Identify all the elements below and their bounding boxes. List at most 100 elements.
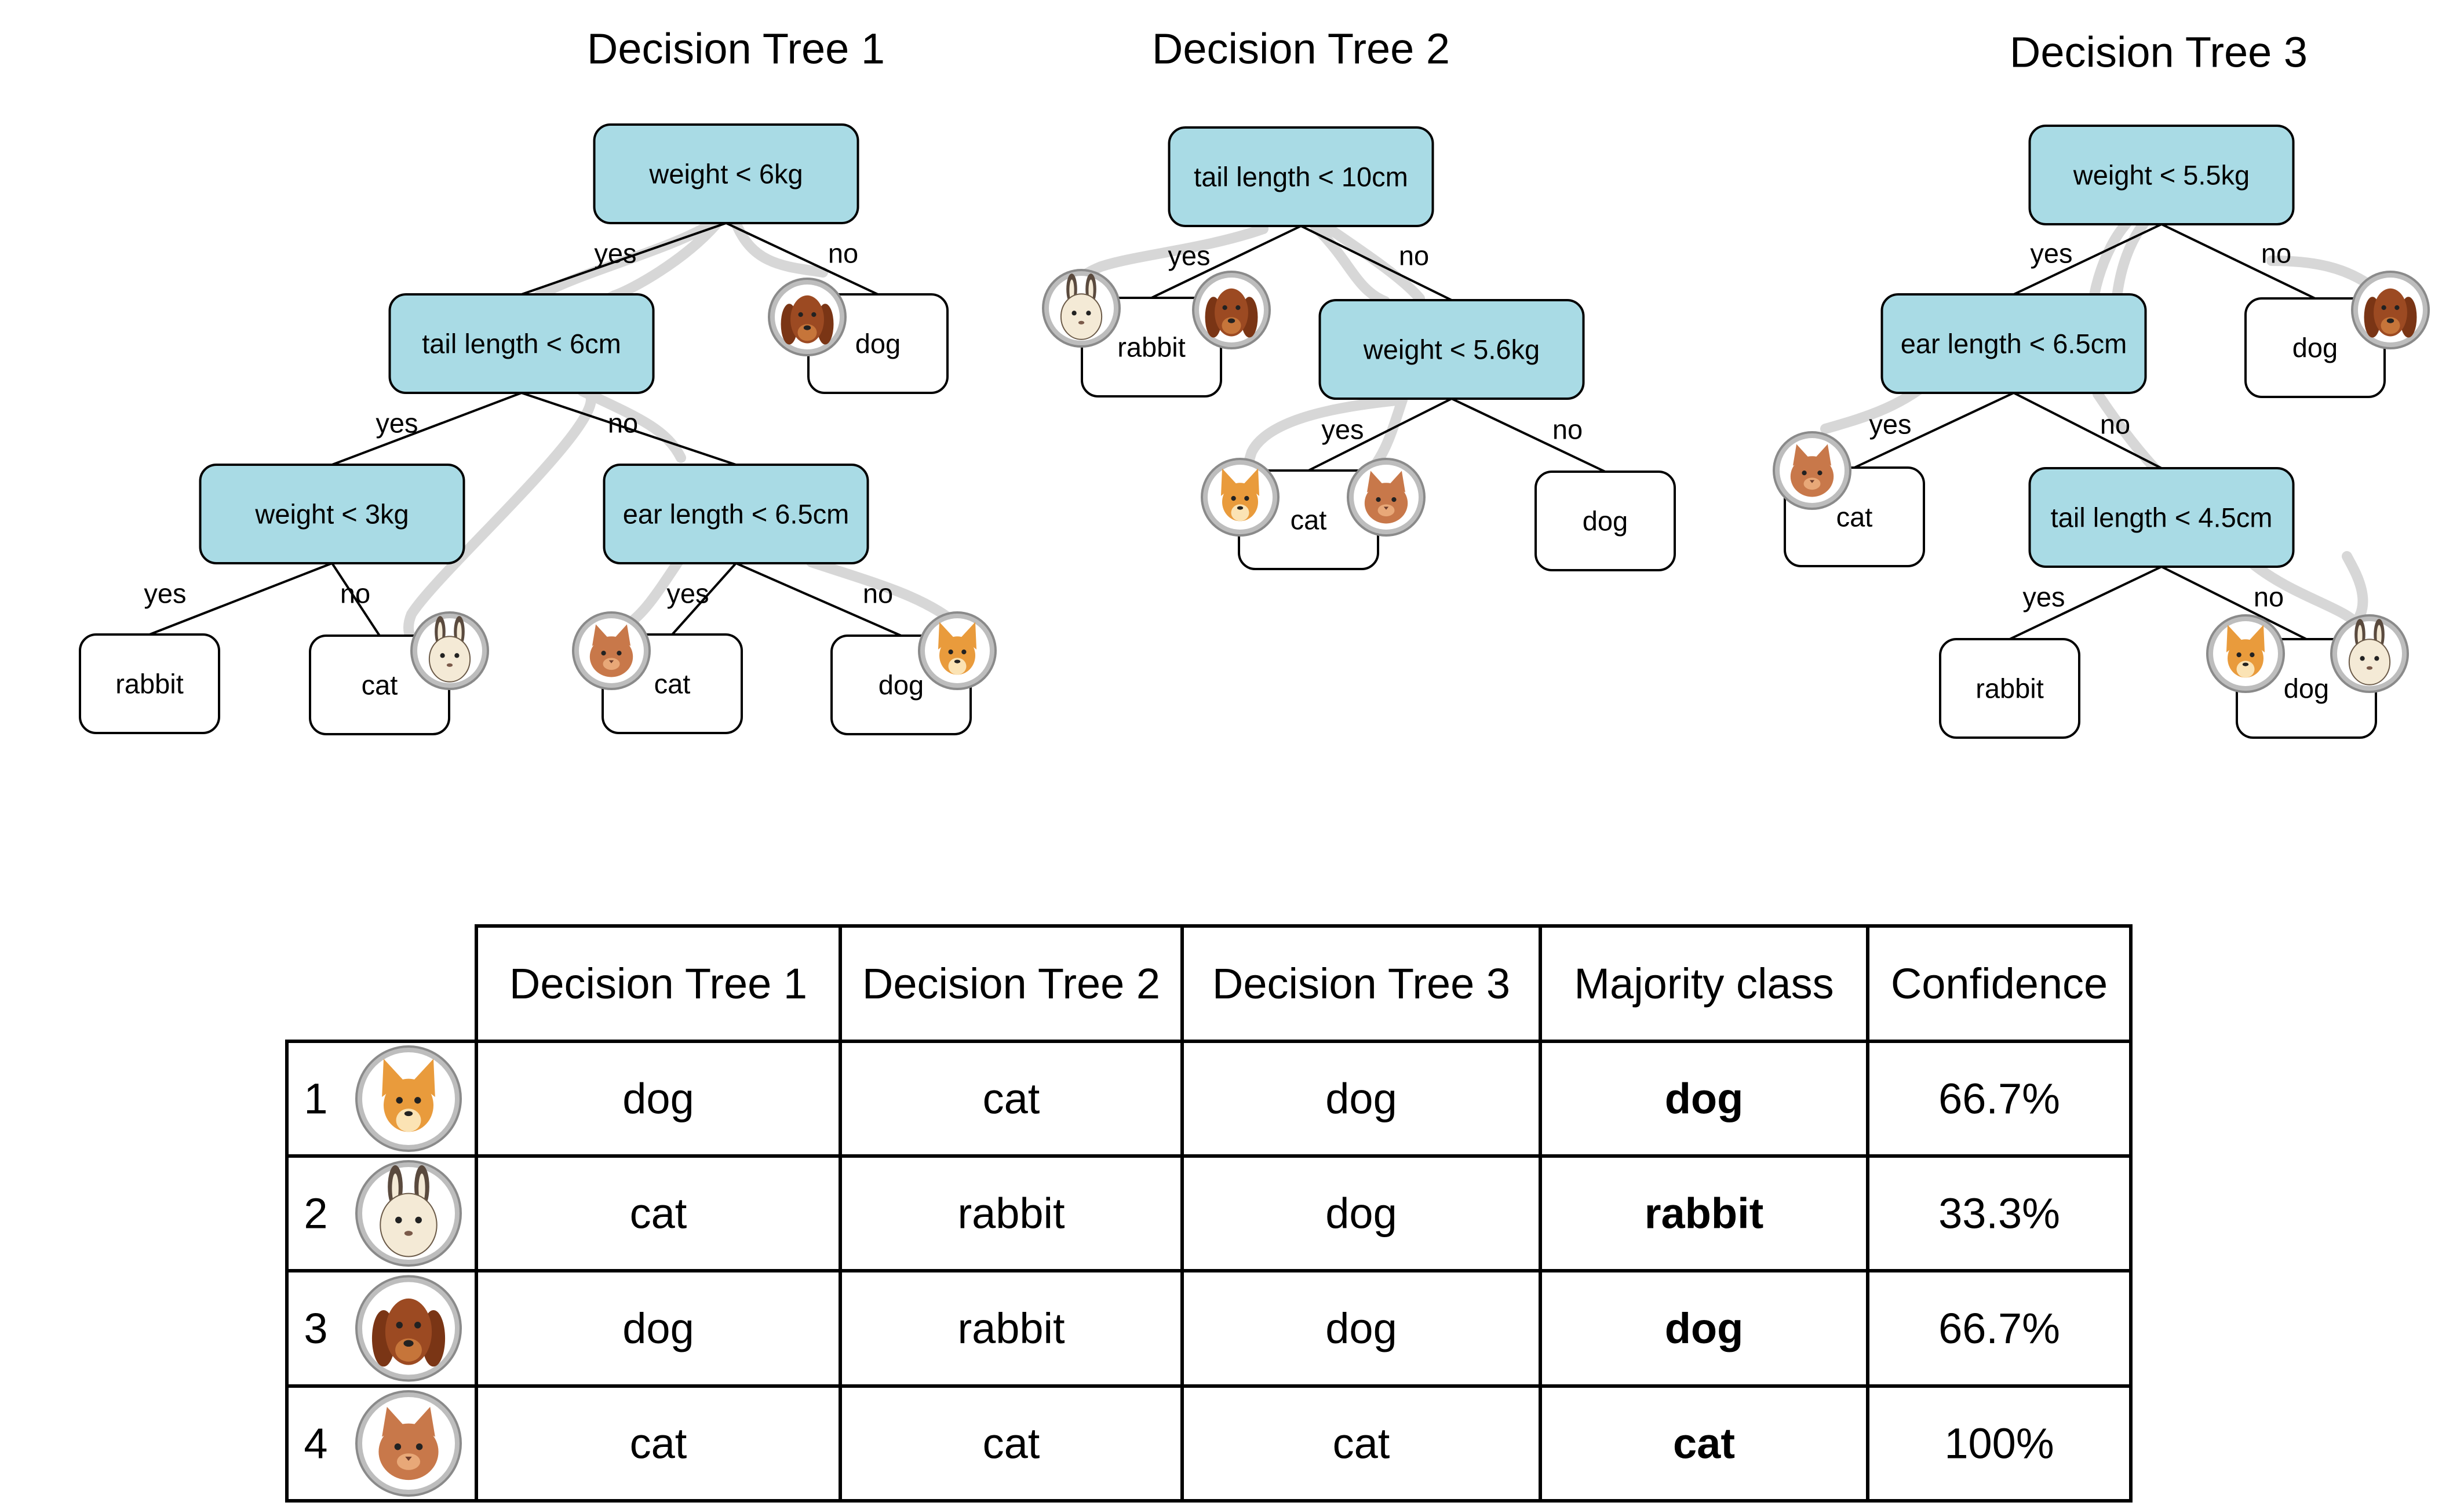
node-class: dog	[879, 670, 924, 701]
edge-label: yes	[376, 408, 418, 439]
row-index: 1	[304, 1075, 327, 1123]
node-class: dog	[2292, 333, 2338, 363]
node-condition: ear length < 6.5cm	[623, 499, 850, 530]
tree-prediction-cell: rabbit	[957, 1304, 1065, 1352]
cat-face-icon	[1347, 458, 1426, 537]
edge-label: no	[1399, 240, 1429, 271]
column-header: Confidence	[1891, 960, 2108, 1008]
edge-label: yes	[144, 578, 186, 609]
tree-edge	[2013, 392, 2162, 469]
dog-face-icon	[2351, 271, 2430, 349]
tree-prediction-cell: cat	[983, 1075, 1040, 1123]
majority-class-cell: cat	[1673, 1420, 1735, 1468]
tree-prediction-cell: rabbit	[957, 1190, 1065, 1238]
column-header: Decision Tree 1	[509, 960, 807, 1008]
edge-label: yes	[2030, 238, 2072, 269]
sample-path	[731, 218, 828, 278]
tree-edge	[521, 392, 737, 466]
tree-prediction-cell: dog	[622, 1304, 694, 1352]
cat-face-icon	[572, 611, 651, 690]
majority-class-cell: rabbit	[1645, 1190, 1764, 1238]
decision-node: ear length < 6.5cm	[1880, 293, 2147, 394]
decision-node: weight < 5.5kg	[2028, 125, 2295, 225]
node-class: dog	[2284, 673, 2329, 704]
small-dog-face-icon	[1201, 458, 1280, 537]
node-class: rabbit	[1975, 673, 2044, 704]
node-class: cat	[362, 670, 398, 701]
dog-face-icon	[1192, 271, 1271, 349]
tree-prediction-cell: cat	[630, 1190, 687, 1238]
tree-prediction-cell: cat	[983, 1420, 1040, 1468]
tree-edge	[2161, 566, 2307, 640]
tree-edge	[2013, 223, 2162, 296]
tree-prediction-cell: dog	[1325, 1075, 1397, 1123]
sample-path	[577, 386, 686, 463]
edge-label: no	[2254, 582, 2284, 612]
tree-title: Decision Tree 1	[587, 25, 885, 73]
tree-edge	[726, 222, 879, 296]
tree-edge	[2161, 223, 2316, 300]
edge-label: yes	[1321, 414, 1364, 445]
rabbit-face-icon	[410, 611, 489, 690]
edge-label: yes	[594, 238, 636, 269]
node-class: rabbit	[1117, 332, 1186, 363]
decision-node: tail length < 4.5cm	[2028, 467, 2295, 568]
decision-node: tail length < 10cm	[1168, 126, 1434, 227]
rabbit-face-icon	[1042, 269, 1121, 348]
tree-nodes: weight < 6kg tail length < 6cm dog weight <…	[79, 123, 2386, 739]
rabbit-face-icon	[2330, 614, 2409, 693]
tree-edge	[2009, 566, 2162, 640]
column-header: Decision Tree 2	[862, 960, 1160, 1008]
node-condition: tail length < 6cm	[422, 329, 621, 359]
node-class: rabbit	[115, 669, 184, 699]
node-condition: tail length < 4.5cm	[2051, 502, 2273, 533]
confidence-cell: 66.7%	[1938, 1304, 2060, 1352]
edge-label: no	[1552, 414, 1583, 445]
tree-prediction-cell: dog	[622, 1075, 694, 1123]
tree-titles: Decision Tree 1 Decision Tree 2 Decision T…	[587, 25, 2308, 76]
tree-prediction-cell: dog	[1325, 1190, 1397, 1238]
column-header: Majority class	[1574, 960, 1834, 1008]
tree-prediction-cell: cat	[630, 1420, 687, 1468]
node-condition: tail length < 10cm	[1194, 162, 1408, 192]
leaf-node: dog	[2244, 297, 2386, 398]
small-dog-face-icon	[918, 611, 997, 690]
majority-class-cell: dog	[1665, 1304, 1744, 1352]
small-dog-face-icon	[355, 1045, 462, 1152]
cat-face-icon	[355, 1390, 462, 1497]
confidence-cell: 66.7%	[1938, 1075, 2060, 1123]
leaf-node: rabbit	[1939, 638, 2080, 739]
node-class: dog	[855, 329, 901, 359]
edge-label: yes	[1168, 240, 1210, 271]
cat-face-icon	[1773, 431, 1851, 510]
row-index: 3	[304, 1304, 327, 1352]
edge-label: yes	[1869, 409, 1911, 440]
dog-face-icon	[768, 278, 847, 356]
tree-prediction-cell: dog	[1325, 1304, 1397, 1352]
confidence-cell: 33.3%	[1938, 1190, 2060, 1238]
sample-avatars	[410, 269, 2430, 693]
tree-title: Decision Tree 3	[2010, 28, 2308, 76]
node-class: cat	[1291, 505, 1327, 535]
row-index: 4	[304, 1420, 327, 1468]
small-dog-face-icon	[2206, 614, 2285, 693]
edge-label: yes	[2022, 582, 2065, 612]
node-class: dog	[1583, 506, 1628, 537]
tree-edge	[735, 562, 902, 637]
tree-edge	[331, 392, 522, 466]
tree-edge	[1451, 398, 1606, 473]
edge-label: no	[608, 408, 638, 439]
dog-face-icon	[355, 1275, 462, 1382]
node-condition: weight < 6kg	[648, 159, 803, 189]
tree-title: Decision Tree 2	[1152, 25, 1450, 73]
tree-edge	[1308, 398, 1452, 472]
node-condition: weight < 3kg	[254, 499, 409, 530]
tree-prediction-cell: cat	[1333, 1420, 1390, 1468]
tree-edge	[1854, 392, 2014, 469]
edge-label: no	[2261, 238, 2291, 269]
edge-label: yes	[666, 578, 709, 609]
tree-edge	[671, 562, 737, 636]
